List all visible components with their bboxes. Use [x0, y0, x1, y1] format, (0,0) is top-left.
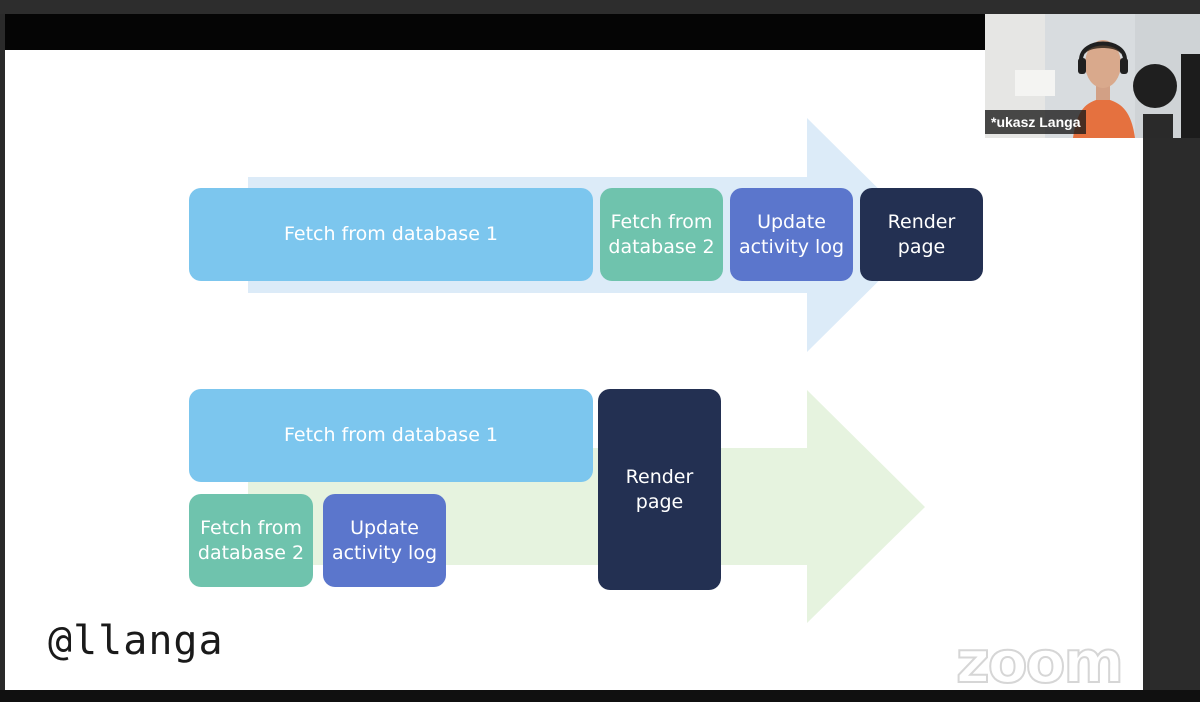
bottom-fetch-db1-block: Fetch from database 1 [189, 389, 593, 482]
bottom-update-log-block: Update activity log [323, 494, 446, 587]
twitter-handle: @llanga [48, 618, 224, 664]
participant-video-tile[interactable]: *ukasz Langa [985, 14, 1200, 138]
bottom-fetch-db2-block: Fetch from database 2 [189, 494, 313, 587]
flow-arrows [248, 118, 925, 623]
bottom-render-page-block: Render page [598, 389, 721, 590]
top-fetch-db2-block: Fetch from database 2 [600, 188, 723, 281]
screen-share-bottom-edge [0, 690, 1200, 702]
slide-header-band [5, 14, 985, 50]
top-render-page-block: Render page [860, 188, 983, 281]
top-update-log-block: Update activity log [730, 188, 853, 281]
participant-name-tag: *ukasz Langa [985, 110, 1087, 134]
zoom-watermark-logo: zoom [955, 627, 1125, 697]
window-top-bar [0, 0, 1200, 14]
top-fetch-db1-block: Fetch from database 1 [189, 188, 593, 281]
shared-slide: Fetch from database 1 Fetch from databas… [5, 50, 1143, 690]
